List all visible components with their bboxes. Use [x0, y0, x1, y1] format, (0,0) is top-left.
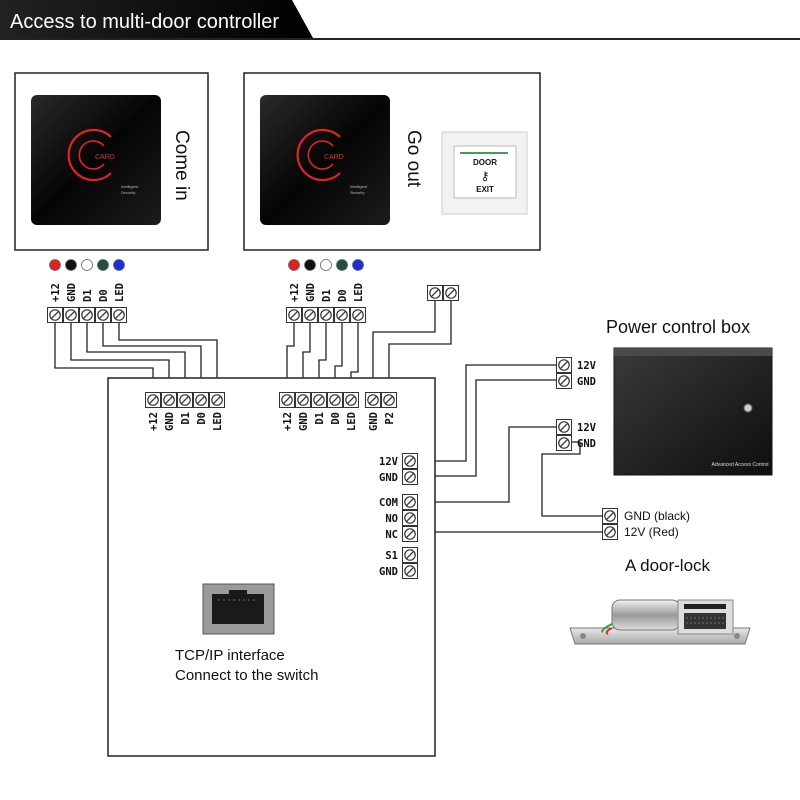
lock-12v-label: 12V (Red)	[624, 525, 679, 539]
terminal-label: LED	[212, 412, 224, 431]
controller-board: +12 GND D1 D0 LED +12 GND D1 D0 LED GND …	[107, 377, 436, 757]
reader-1-wire-colors	[49, 259, 125, 271]
terminal-label: +12	[282, 412, 294, 431]
power-box-label: Advanced Access Control	[712, 462, 769, 468]
door-lock-terminals: GND (black) 12V (Red)	[602, 508, 690, 540]
wire-color-dot	[320, 259, 332, 271]
terminal-label: GND	[305, 283, 317, 302]
terminal-label: GND	[368, 412, 380, 431]
terminal-label: COM	[379, 497, 398, 509]
terminal-label: D1	[321, 289, 333, 302]
card-reader-1	[31, 95, 161, 225]
tcp-label-line1: TCP/IP interface	[175, 647, 285, 664]
reader-1-caption: Come in	[171, 130, 192, 201]
power-out-1: 12V GND	[556, 357, 597, 389]
reader-2-wire-colors	[288, 259, 364, 271]
reader-panel-come-in: CARD Intelligent Security Come in	[14, 72, 209, 251]
ethernet-port-icon	[202, 583, 275, 635]
terminal-label: 12V	[577, 422, 597, 434]
terminal-label: D0	[98, 289, 110, 302]
lock-screw-icon	[743, 403, 753, 413]
controller-power-terminals: 12V GND	[379, 453, 418, 485]
tcp-label-line2: Connect to the switch	[175, 667, 318, 684]
reader-2-caption: Go out	[403, 130, 424, 188]
key-icon: ⚷	[481, 169, 490, 183]
terminal-label: GND	[164, 412, 176, 431]
wire-color-dot	[113, 259, 125, 271]
reader-2-terminal-labels: +12 GND D1 D0 LED	[289, 283, 365, 302]
terminal-label: GND	[66, 283, 78, 302]
terminal-label: GND	[577, 438, 596, 450]
terminal-label: LED	[346, 412, 358, 431]
exit-button-line1: DOOR	[473, 158, 497, 167]
reader-1-brand-1: Intelligent	[121, 184, 139, 189]
wire-color-dot	[65, 259, 77, 271]
controller-relay-terminals: COM NO NC	[379, 494, 418, 542]
terminal-label: 12V	[379, 456, 399, 468]
lock-gnd-label: GND (black)	[624, 509, 690, 523]
reader-2-red-ring-icon	[296, 128, 341, 182]
terminal-label: P2	[384, 412, 396, 425]
wire-color-dot	[304, 259, 316, 271]
controller-sensor-terminals: S1 GND	[379, 547, 418, 579]
reader-1-card-text: CARD	[95, 154, 115, 161]
power-control-box: Power control box Advanced Access Contro…	[606, 317, 773, 476]
header-title: Access to multi-door controller	[10, 11, 279, 33]
reader-2-brand-2: Security	[350, 190, 364, 195]
terminal-label: +12	[148, 412, 160, 431]
controller-button-terminals: GND P2	[365, 392, 397, 431]
wires	[54, 301, 602, 533]
exit-button: DOOR ⚷ EXIT	[441, 131, 528, 215]
header: Access to multi-door controller	[0, 0, 800, 40]
terminal-label: D0	[337, 289, 349, 302]
terminal-label: D1	[180, 412, 192, 425]
exit-button-line2: EXIT	[476, 185, 494, 194]
door-lock: A door-lock	[569, 556, 751, 645]
power-box-title: Power control box	[606, 317, 750, 337]
controller-reader-2-terminals: +12 GND D1 D0 LED	[279, 392, 359, 431]
terminal-label: 12V	[577, 360, 597, 372]
terminal-label: D0	[330, 412, 342, 425]
reader-1-terminal-block	[47, 307, 127, 323]
wire-color-dot	[352, 259, 364, 271]
terminal-label: GND	[379, 472, 398, 484]
terminal-label: NC	[385, 529, 398, 541]
exit-button-terminal-block	[427, 285, 459, 301]
terminal-label: D0	[196, 412, 208, 425]
power-out-2: 12V GND	[556, 419, 597, 451]
terminal-label: GND	[577, 376, 596, 388]
reader-1-terminal-labels: +12 GND D1 D0 LED	[50, 283, 126, 302]
reader-panel-go-out: CARD Intelligent Security Go out DOOR ⚷ …	[243, 72, 541, 251]
terminal-label: LED	[353, 283, 365, 302]
wire-color-dot	[81, 259, 93, 271]
terminal-label: LED	[114, 283, 126, 302]
reader-2-card-text: CARD	[324, 154, 344, 161]
terminal-label: GND	[298, 412, 310, 431]
terminal-label: NO	[385, 513, 398, 525]
terminal-label: D1	[82, 289, 94, 302]
reader-1-red-ring-icon	[67, 128, 112, 182]
terminal-label: D1	[314, 412, 326, 425]
wire-color-dot	[97, 259, 109, 271]
wire-color-dot	[49, 259, 61, 271]
wire-color-dot	[288, 259, 300, 271]
card-reader-2	[260, 95, 390, 225]
door-lock-title: A door-lock	[625, 556, 711, 575]
reader-2-brand-1: Intelligent	[350, 184, 368, 189]
reader-1-brand-2: Security	[121, 190, 135, 195]
terminal-label: +12	[289, 283, 301, 302]
terminal-label: S1	[385, 550, 398, 562]
terminal-label: +12	[50, 283, 62, 302]
reader-2-terminal-block	[286, 307, 366, 323]
controller-reader-1-terminals: +12 GND D1 D0 LED	[145, 392, 225, 431]
wire-color-dot	[336, 259, 348, 271]
terminal-label: GND	[379, 566, 398, 578]
